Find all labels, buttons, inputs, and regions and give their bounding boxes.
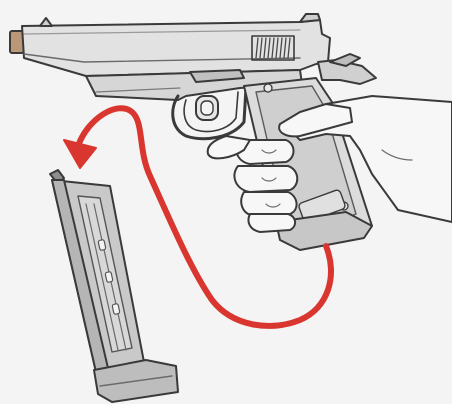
magazine-icon [50,170,178,402]
